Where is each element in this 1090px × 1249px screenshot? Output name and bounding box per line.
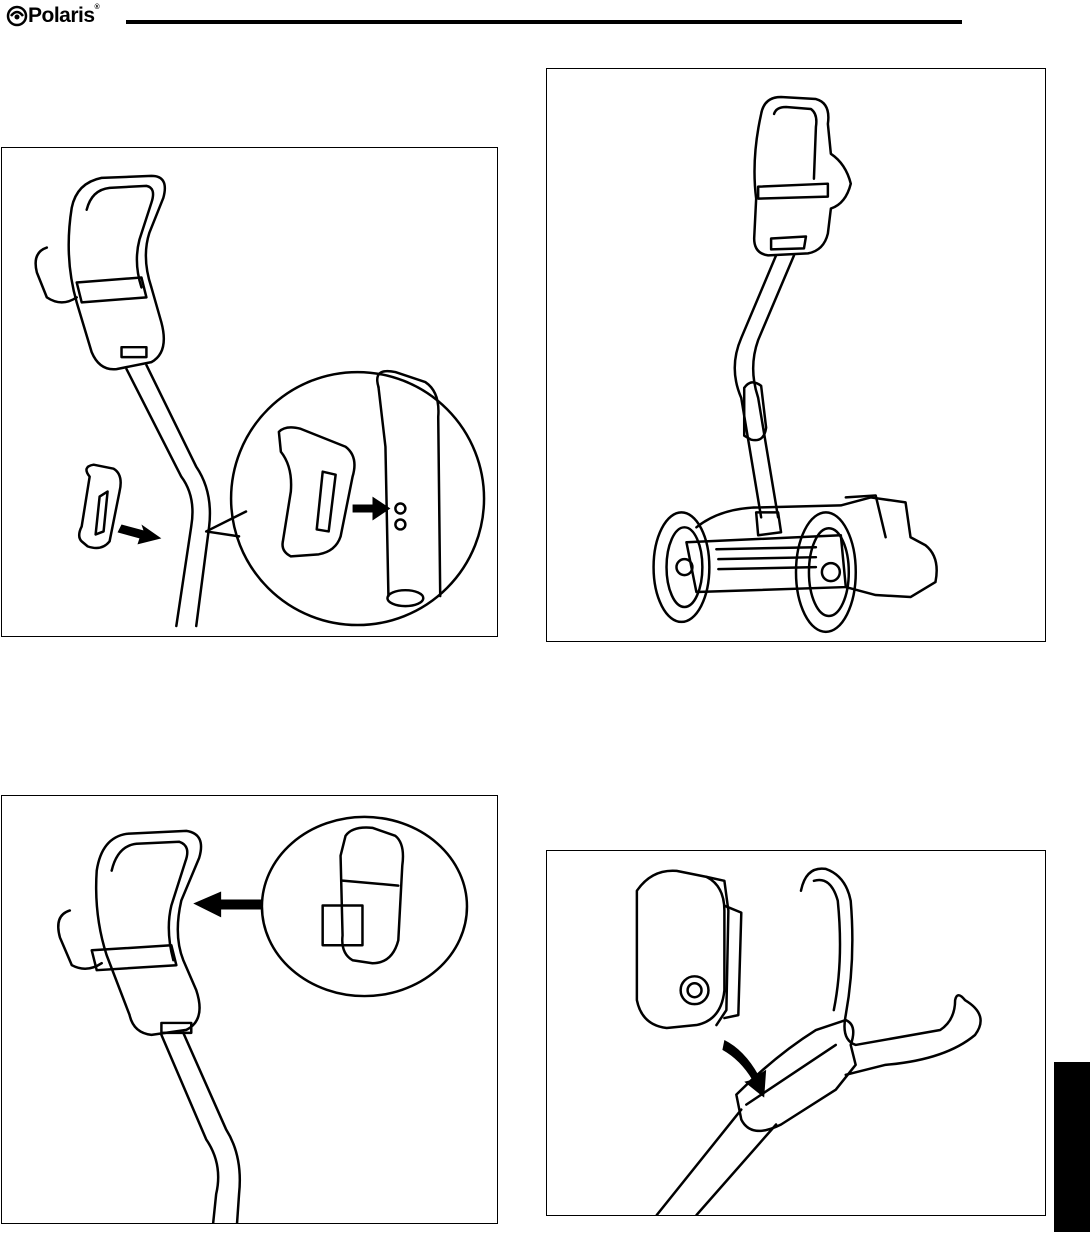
polaris-logo: Polaris® xyxy=(6,4,99,28)
arrow-left-icon xyxy=(193,892,263,918)
polaris-swirl-icon xyxy=(6,5,28,27)
figure-handle-clip-attach xyxy=(1,147,498,637)
arrow-right-icon xyxy=(118,524,162,544)
brand-name: Polaris® xyxy=(28,4,99,28)
figure-handle-clip-insert xyxy=(1,795,498,1224)
figure-remote-docking xyxy=(546,850,1046,1216)
cleaner-with-handle-illustration xyxy=(547,69,1045,641)
arrow-down-icon xyxy=(722,1040,766,1098)
section-tab xyxy=(1054,1062,1090,1232)
figure-cleaner-with-handle xyxy=(546,68,1046,642)
handle-clip-insert-illustration xyxy=(2,796,497,1223)
arrow-right-icon xyxy=(353,497,391,521)
page-header: Polaris® xyxy=(0,0,1090,40)
handle-clip-attach-illustration xyxy=(2,148,497,636)
header-rule xyxy=(126,20,962,24)
remote-docking-illustration xyxy=(547,851,1045,1215)
